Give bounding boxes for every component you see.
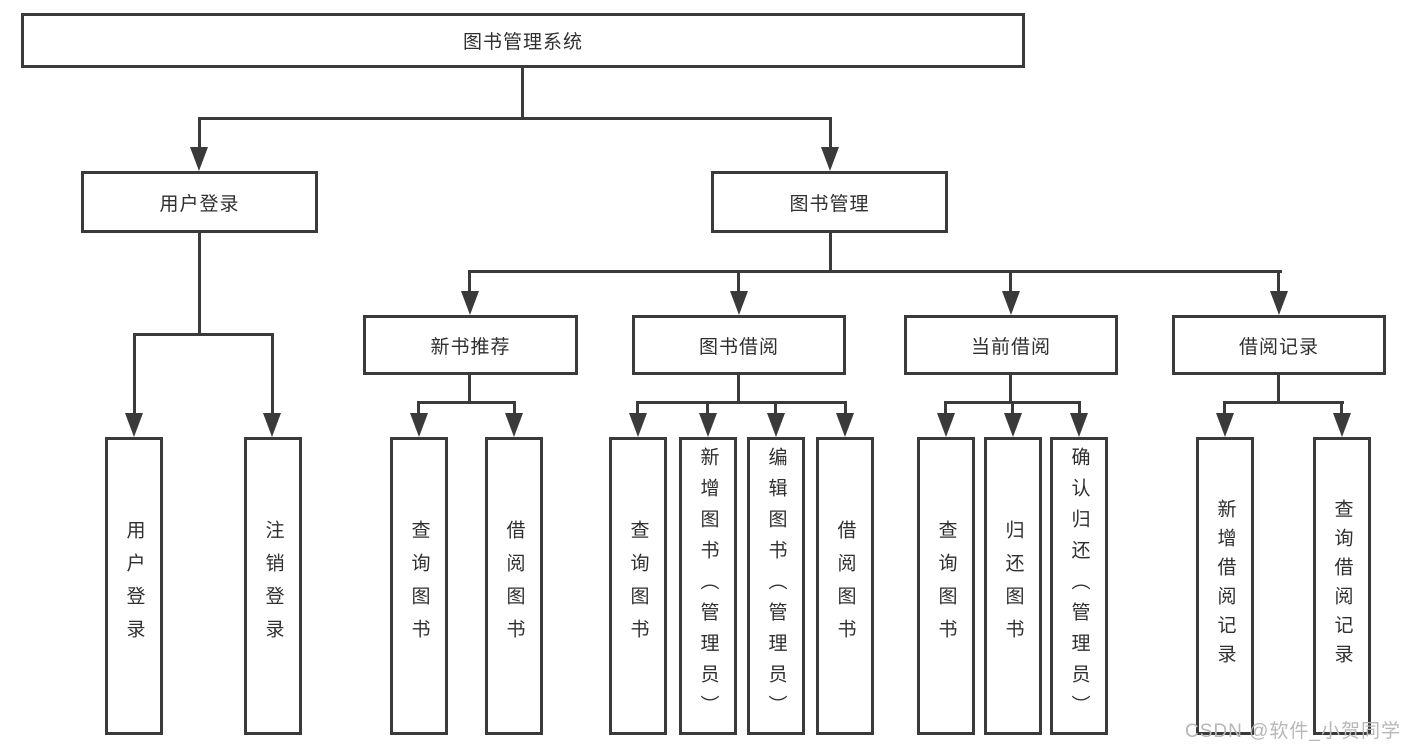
watermark: CSDN @软件_小贺同学	[1185, 721, 1401, 742]
arrowhead-confirm-return	[1070, 413, 1088, 437]
arrowhead-qb1	[410, 413, 428, 437]
leaf-query-book-borrow-label: 查询图书	[627, 520, 649, 652]
arrowhead-edit-book	[767, 413, 785, 437]
node-book-management: 图书管理	[711, 171, 948, 233]
connector-borrowrecord-rail	[1223, 401, 1344, 404]
arrowhead-qb3	[937, 413, 955, 437]
leaf-add-borrow-record-label: 新增借阅记录	[1214, 499, 1236, 673]
arrowhead-borrow-record	[1270, 291, 1288, 315]
connector-bookmgmt-trunk	[829, 233, 832, 273]
leaf-logout: 注销登录	[244, 437, 302, 735]
arrowhead-book-borrow	[730, 291, 748, 315]
leaf-add-book-admin: 新增图书（管理员）	[679, 437, 737, 735]
connector-currentborrow-trunk	[1009, 375, 1012, 403]
connector-level2-rail	[469, 270, 1282, 273]
leaf-user-login-label: 用户登录	[123, 520, 145, 652]
node-root-library-system: 图书管理系统	[21, 13, 1025, 68]
connector-drop-borrow-record	[1277, 270, 1280, 295]
connector-drop-edit-book	[774, 401, 777, 417]
leaf-query-book-newrec: 查询图书	[390, 437, 448, 735]
leaf-borrow-book-borrow: 借阅图书	[816, 437, 874, 735]
leaf-confirm-return-admin-label: 确认归还（管理员）	[1068, 446, 1090, 726]
connector-drop-leaf-userlogin	[133, 333, 136, 417]
leaf-query-borrow-record: 查询借阅记录	[1313, 437, 1371, 735]
connector-drop-return-book	[1011, 401, 1014, 417]
leaf-query-book-current-label: 查询图书	[935, 520, 957, 652]
connector-drop-current-borrow	[1009, 270, 1012, 295]
connector-userlogin-rail	[133, 333, 274, 336]
leaf-user-login: 用户登录	[105, 437, 163, 735]
node-current-borrowing: 当前借阅	[904, 315, 1118, 375]
connector-borrowrecord-trunk	[1277, 375, 1280, 403]
arrowhead-bb1	[505, 413, 523, 437]
leaf-query-book-newrec-label: 查询图书	[408, 520, 430, 652]
connector-drop-leaf-logout	[271, 333, 274, 417]
leaf-query-borrow-record-label: 查询借阅记录	[1331, 499, 1353, 673]
arrowhead-leaf-userlogin	[125, 413, 143, 437]
leaf-return-book-label: 归还图书	[1002, 520, 1024, 652]
leaf-edit-book-admin: 编辑图书（管理员）	[747, 437, 805, 735]
arrowhead-leaf-logout	[263, 413, 281, 437]
leaf-borrow-book-newrec: 借阅图书	[485, 437, 543, 735]
arrowhead-query-record	[1333, 413, 1351, 437]
connector-newrec-trunk	[468, 375, 471, 403]
leaf-borrow-book-borrow-label: 借阅图书	[834, 520, 856, 652]
node-user-login: 用户登录	[81, 171, 318, 233]
arrowhead-qb2	[629, 413, 647, 437]
connector-drop-new-rec	[468, 270, 471, 295]
leaf-query-book-current: 查询图书	[917, 437, 975, 735]
leaf-add-borrow-record: 新增借阅记录	[1196, 437, 1254, 735]
leaf-confirm-return-admin: 确认归还（管理员）	[1050, 437, 1108, 735]
connector-newrec-rail	[417, 401, 516, 404]
node-new-book-recommend: 新书推荐	[363, 315, 578, 375]
leaf-borrow-book-newrec-label: 借阅图书	[503, 520, 525, 652]
arrowhead-return-book	[1004, 413, 1022, 437]
leaf-return-book: 归还图书	[984, 437, 1042, 735]
connector-drop-user-login	[198, 117, 201, 154]
arrowhead-new-rec	[461, 291, 479, 315]
connector-drop-bb2	[844, 401, 847, 417]
connector-bookborrow-trunk	[737, 375, 740, 403]
connector-root-trunk	[521, 68, 524, 118]
node-borrowing-records: 借阅记录	[1172, 315, 1386, 375]
connector-drop-query-record	[1340, 401, 1343, 417]
leaf-query-book-borrow: 查询图书	[609, 437, 667, 735]
arrowhead-book-mgmt	[821, 147, 839, 171]
arrowhead-current-borrow	[1002, 291, 1020, 315]
connector-level1-rail	[198, 117, 832, 120]
leaf-edit-book-admin-label: 编辑图书（管理员）	[765, 446, 787, 726]
connector-drop-add-record	[1223, 401, 1226, 417]
connector-drop-confirm-return	[1078, 401, 1081, 417]
leaf-logout-label: 注销登录	[262, 520, 284, 652]
connector-drop-book-mgmt	[829, 117, 832, 154]
arrowhead-user-login	[190, 147, 208, 171]
connector-userlogin-trunk	[198, 233, 201, 336]
arrowhead-add-book	[699, 413, 717, 437]
arrowhead-bb2	[836, 413, 854, 437]
connector-drop-qb3	[944, 401, 947, 417]
leaf-add-book-admin-label: 新增图书（管理员）	[697, 446, 719, 726]
arrowhead-add-record	[1216, 413, 1234, 437]
connector-drop-qb2	[636, 401, 639, 417]
connector-bookborrow-rail	[636, 401, 847, 404]
connector-drop-book-borrow	[737, 270, 740, 295]
connector-drop-qb1	[417, 401, 420, 417]
connector-drop-add-book	[706, 401, 709, 417]
connector-drop-bb1	[513, 401, 516, 417]
node-book-borrowing: 图书借阅	[632, 315, 846, 375]
